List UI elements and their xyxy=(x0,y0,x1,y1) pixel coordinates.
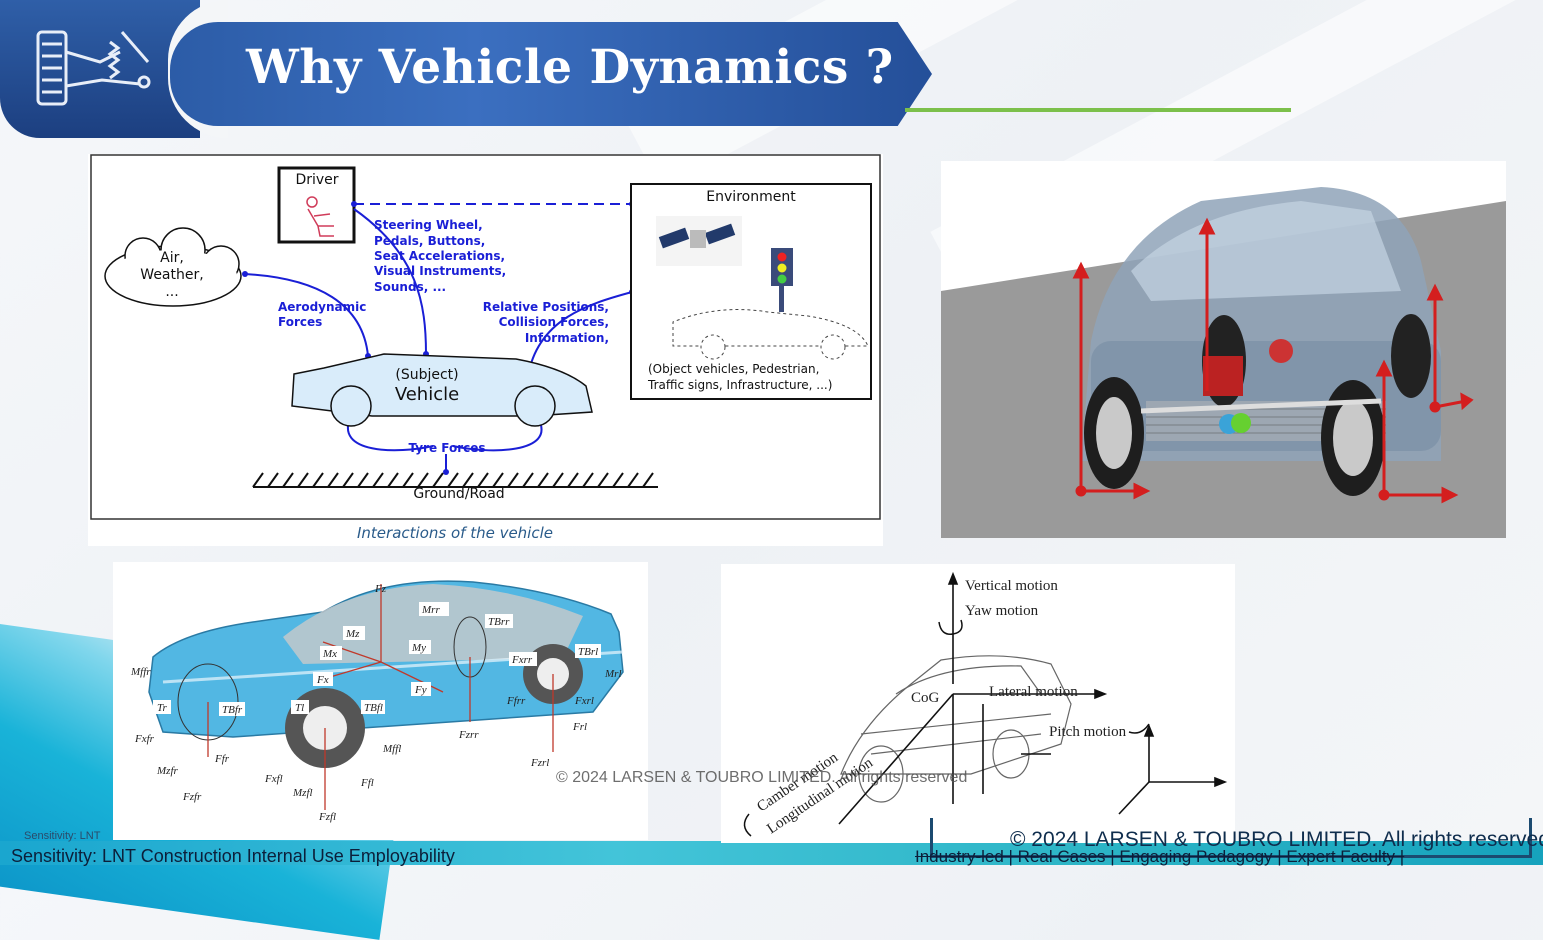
driver-input-5: Sounds, ... xyxy=(374,280,446,294)
force-label-fzrl: Fzrl xyxy=(530,757,549,769)
bottom-bar xyxy=(0,841,1543,865)
aero-forces-2: Forces xyxy=(278,315,322,329)
force-label-mrl: Mrl xyxy=(604,668,622,680)
interaction-diagram-panel: Driver Air, Weather, ... Steering Wheel,… xyxy=(88,154,883,546)
motion-diagram-panel: Vertical motion Yaw motion CoG Lateral m… xyxy=(721,564,1235,843)
chassis-3d-panel xyxy=(941,161,1506,538)
environment-label: Environment xyxy=(706,189,796,205)
force-diagram-panel: Fz Mz Mx My Fx Fy Mrr TBrr Fxrr TBrl Mrl… xyxy=(113,562,648,840)
force-diagram: Fz Mz Mx My Fx Fy Mrr TBrr Fxrr TBrl Mrl… xyxy=(130,580,624,823)
driver-input-3: Seat Accelerations, xyxy=(374,249,505,263)
traffic-light-icon xyxy=(771,248,793,312)
force-label-fxrr: Fxrr xyxy=(511,654,533,666)
air-label: Air, xyxy=(160,250,184,266)
footer-copyright: © 2024 LARSEN & TOUBRO LIMITED. All righ… xyxy=(1010,828,1543,851)
accent-line xyxy=(905,108,1291,112)
driver-input-1: Steering Wheel, xyxy=(374,218,483,232)
aero-forces-1: Aerodynamic xyxy=(278,300,366,314)
driver-label: Driver xyxy=(295,172,338,188)
sensitivity-label: Sensitivity: LNT Construction Internal U… xyxy=(11,846,455,866)
relative-positions-2: Collision Forces, xyxy=(499,315,609,329)
force-label-my: My xyxy=(411,642,426,654)
force-label-ffl: Ffl xyxy=(360,777,374,789)
force-label-mzfr: Mzfr xyxy=(156,765,179,777)
force-label-ffr: Ffr xyxy=(214,753,230,765)
yaw-motion-label: Yaw motion xyxy=(965,603,1039,619)
force-label-mffr: Mffr xyxy=(130,666,151,678)
object-vehicles-2: Traffic signs, Infrastructure, ...) xyxy=(647,378,832,392)
force-label-fx: Fx xyxy=(316,674,329,686)
copyright-watermark: © 2024 LARSEN & TOUBRO LIMITED. All righ… xyxy=(556,769,968,786)
force-label-tl: Tl xyxy=(295,702,304,714)
interaction-diagram: Driver Air, Weather, ... Steering Wheel,… xyxy=(90,154,881,542)
weather-label: Weather, xyxy=(140,267,203,283)
force-label-fzfr: Fzfr xyxy=(182,791,202,803)
pitch-motion-label: Pitch motion xyxy=(1049,724,1127,740)
force-label-mz: Mz xyxy=(345,628,360,640)
force-label-fy: Fy xyxy=(414,684,427,696)
relative-positions-3: Information, xyxy=(525,331,609,345)
tyre-forces-label: Tyre Forces xyxy=(408,441,485,455)
driver-input-2: Pedals, Buttons, xyxy=(374,234,485,248)
page-title: Why Vehicle Dynamics ? xyxy=(246,40,894,95)
driver-seat-icon xyxy=(306,196,334,237)
force-label-tbrr: TBrr xyxy=(488,616,510,628)
force-label-ffrr: Ffrr xyxy=(506,695,526,707)
force-label-mzfl: Mzfl xyxy=(292,787,313,799)
force-label-frl: Frl xyxy=(572,721,587,733)
cloud-shape xyxy=(104,227,242,307)
relative-positions-1: Relative Positions, xyxy=(483,300,609,314)
diagram-caption: Interactions of the vehicle xyxy=(357,524,553,542)
force-label-tbfl: TBfl xyxy=(364,702,383,714)
satellite-icon xyxy=(656,216,742,266)
suspension-logo-icon xyxy=(36,30,151,106)
sensitivity-small-label: Sensitivity: LNT xyxy=(24,830,101,842)
force-label-mffl: Mffl xyxy=(382,743,401,755)
force-label-tbrl: TBrl xyxy=(578,646,598,658)
title-banner xyxy=(170,22,932,126)
driver-input-4: Visual Instruments, xyxy=(374,264,506,278)
industry-tagline: Industry-led | Real Cases | Engaging Ped… xyxy=(915,847,1405,866)
force-label-fzfl: Fzfl xyxy=(318,811,336,823)
force-label-tbfr: TBfr xyxy=(222,704,243,716)
ellipsis-label: ... xyxy=(165,284,178,300)
ground-hatch xyxy=(252,472,658,488)
force-label-fzrr: Fzrr xyxy=(458,729,479,741)
vehicle-label: Vehicle xyxy=(395,384,459,405)
logo-box xyxy=(0,0,200,138)
lateral-motion-label: Lateral motion xyxy=(989,684,1078,700)
subject-label: (Subject) xyxy=(395,367,458,383)
force-label-fz: Fz xyxy=(374,583,387,595)
chassis-3d-illustration xyxy=(941,187,1506,538)
vertical-motion-label: Vertical motion xyxy=(965,578,1058,594)
force-label-mrr: Mrr xyxy=(421,604,440,616)
force-label-fxfr: Fxfr xyxy=(134,733,155,745)
footer-box xyxy=(930,818,1532,858)
object-vehicles-1: (Object vehicles, Pedestrian, xyxy=(648,362,819,376)
force-label-fxfl: Fxfl xyxy=(264,773,283,785)
force-label-fxrl: Fxrl xyxy=(574,695,594,707)
cog-label: CoG xyxy=(911,690,940,706)
ground-road-label: Ground/Road xyxy=(413,486,504,502)
force-label-mx: Mx xyxy=(322,648,337,660)
motion-diagram: Vertical motion Yaw motion CoG Lateral m… xyxy=(743,571,1228,837)
force-label-tr: Tr xyxy=(157,702,168,714)
